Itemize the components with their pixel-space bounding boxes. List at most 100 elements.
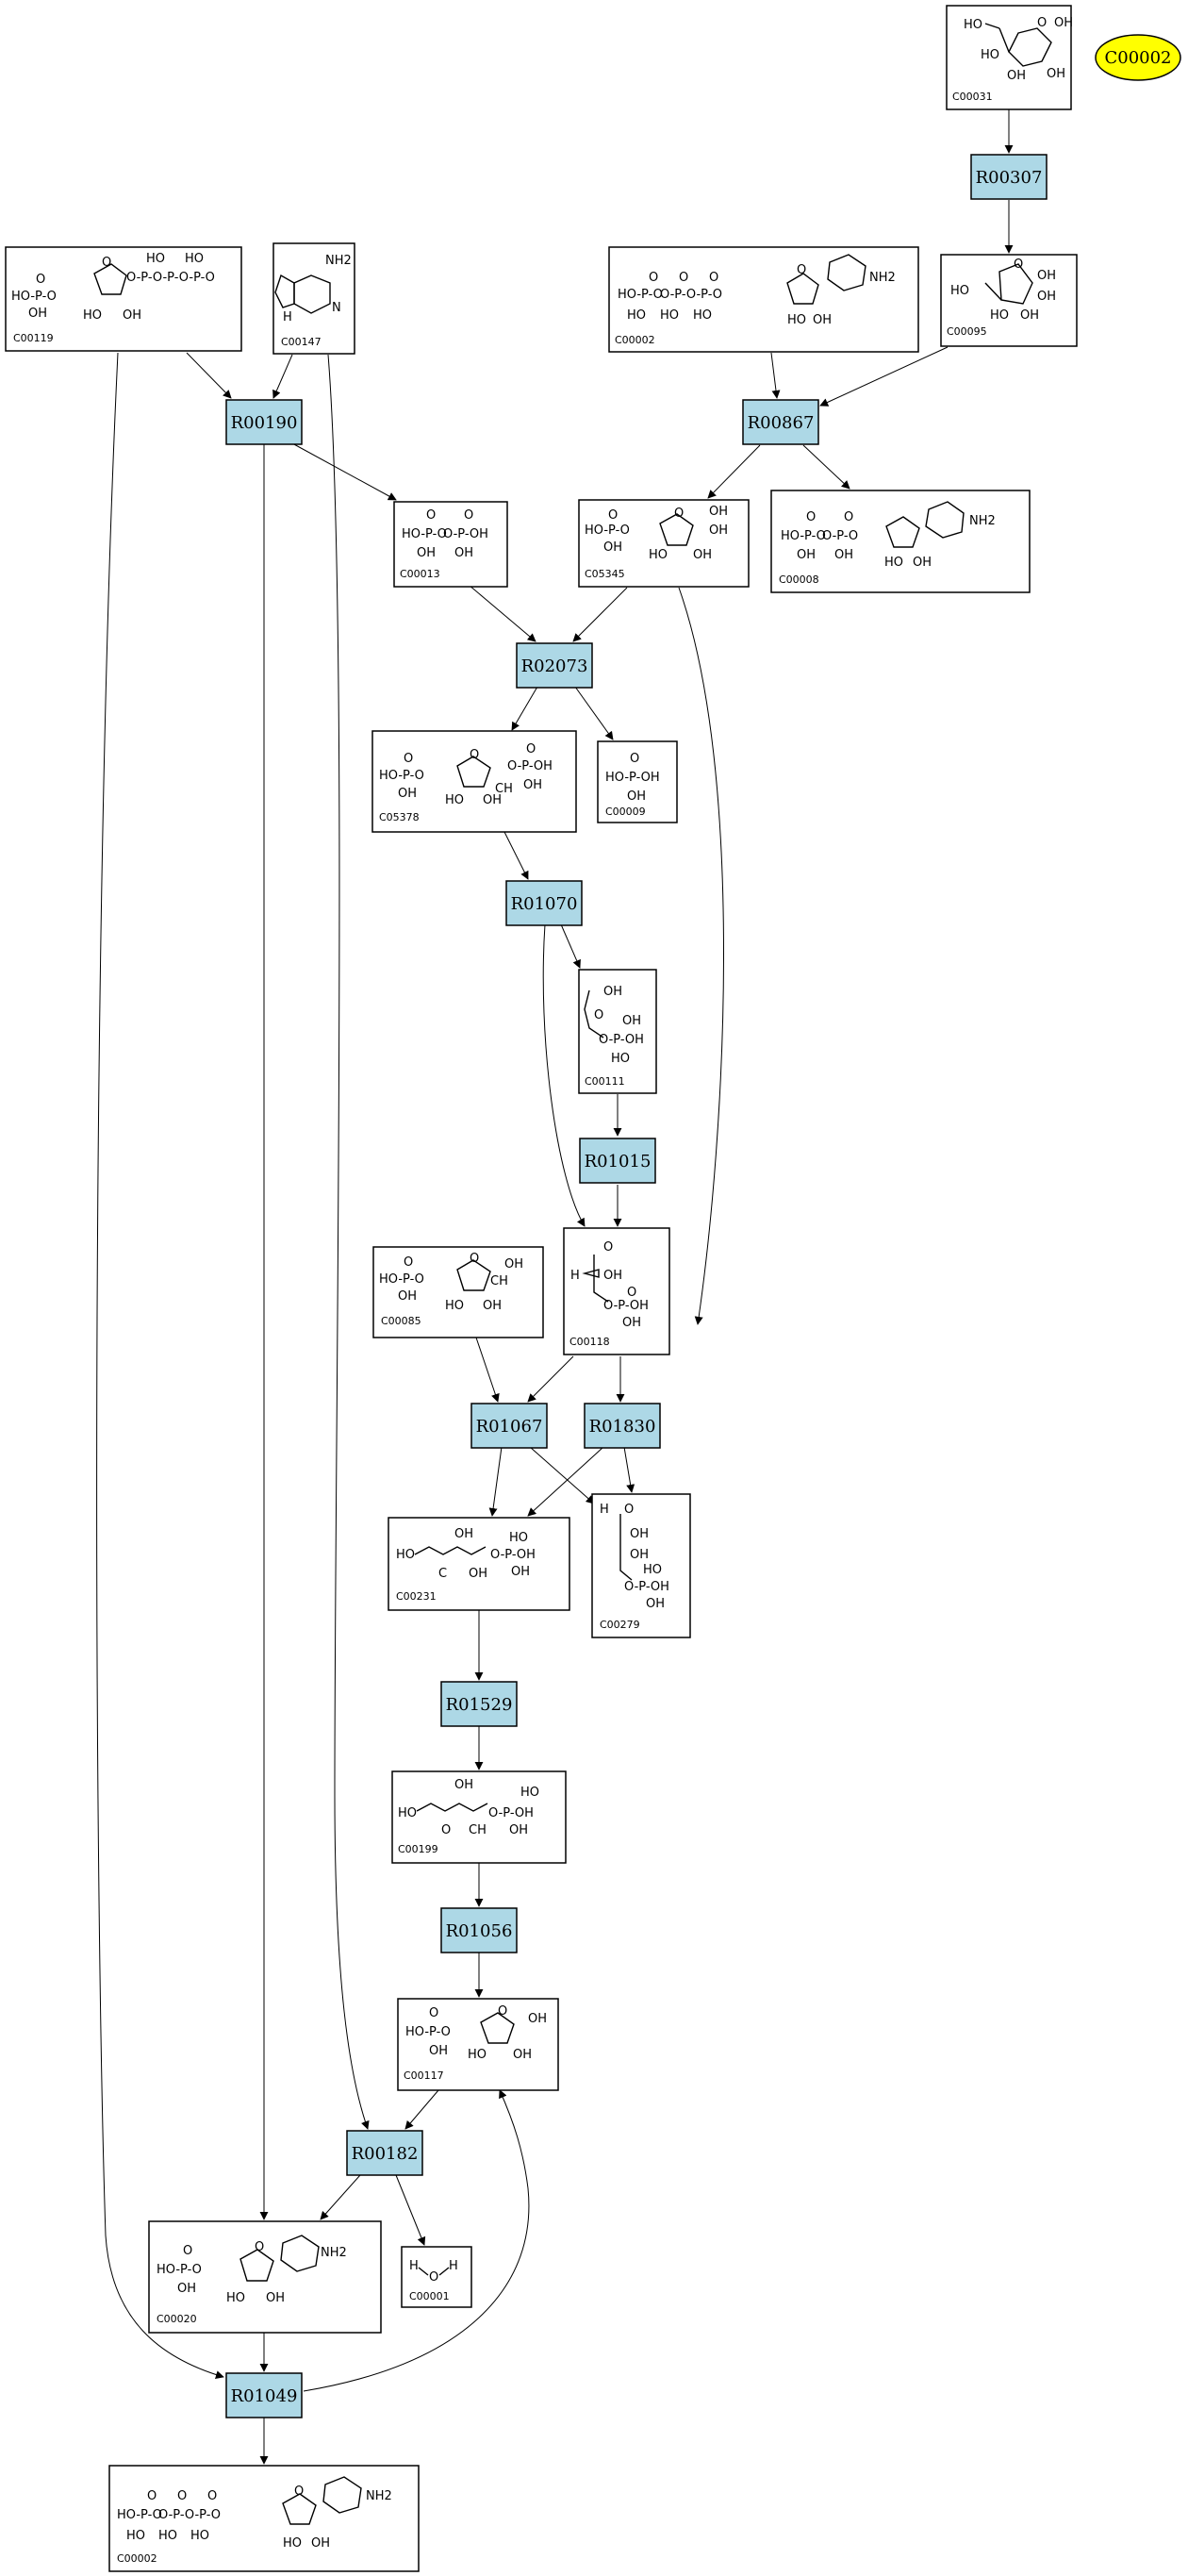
atom-label: HO <box>468 2048 487 2062</box>
compound-node[interactable]: HO-P-O O-P-OH O O OH OH C00013 <box>393 501 508 588</box>
atom-label: H <box>283 310 292 324</box>
atom-label: O-P-O-P-O-P-O <box>126 271 215 285</box>
atom-label: O <box>426 508 436 523</box>
atom-label: OH <box>511 1565 530 1579</box>
atom-label: OH <box>398 1289 417 1304</box>
reaction-label: R01529 <box>446 1695 513 1715</box>
legend-label: C00002 <box>1104 48 1171 68</box>
atom-label: O-P-OH <box>490 1548 536 1562</box>
compound-node[interactable]: NH2 H N C00147 <box>272 242 355 355</box>
compound-node[interactable]: HO-P-O O OH O NH2 HO OH C00020 <box>148 2220 382 2334</box>
atom-label: HO <box>158 2529 177 2543</box>
atom-label: O-P-OH <box>488 1806 534 1820</box>
reaction-node[interactable]: R00867 <box>742 399 819 445</box>
edge-R00190-C00013 <box>291 442 397 501</box>
atom-label: HO <box>693 308 712 323</box>
atom-label: HO <box>445 1299 464 1313</box>
compound-id: C00231 <box>396 1590 437 1603</box>
atom-label: O <box>102 256 111 270</box>
compound-node[interactable]: O H OH O-P-OH O OH C00118 <box>563 1227 670 1355</box>
reaction-node[interactable]: R02073 <box>516 642 593 689</box>
atom-label: O <box>470 1252 479 1266</box>
edge-R00182-C00020 <box>320 2174 361 2220</box>
reaction-node[interactable]: R01056 <box>440 1907 518 1953</box>
edge-C00147-R00190 <box>272 354 293 399</box>
edge-C00119-R00190 <box>186 352 232 399</box>
reaction-label: R00182 <box>352 2144 419 2164</box>
reaction-node[interactable]: R00307 <box>970 154 1048 200</box>
structure-prpp: HO-P-O O OH O O-P-O-P-O-P-O HO HO HO OH <box>11 252 215 323</box>
atom-label: OH <box>630 1548 649 1562</box>
compound-node[interactable]: HO-P-O O-P-O-P-O O O O HO HO HO O NH2 HO… <box>608 246 919 353</box>
atom-label: HO <box>884 556 903 570</box>
reaction-node[interactable]: R01067 <box>470 1403 548 1449</box>
reaction-node[interactable]: R00182 <box>346 2130 423 2176</box>
compound-id: C00008 <box>779 573 819 586</box>
atom-label: OH <box>622 1014 641 1028</box>
reaction-node[interactable]: R01015 <box>579 1138 656 1184</box>
compound-node[interactable]: O OH HO HO OH OH C00031 <box>946 5 1073 110</box>
compound-id: C00002 <box>615 334 655 346</box>
structure-fructose: O OH OH HO HO OH <box>950 258 1056 323</box>
atom-label: O <box>1037 16 1047 30</box>
atom-label: O <box>526 742 536 756</box>
structure-dhap: OH O O-P-OH OH HO <box>584 985 644 1066</box>
reaction-node[interactable]: R00190 <box>225 399 303 445</box>
compound-node[interactable]: HO-P-O O OH O O-P-O-P-O-P-O HO HO HO OH … <box>5 246 242 352</box>
atom-label: OH <box>797 548 816 562</box>
atom-label: O-P-O-P-O <box>158 2508 221 2522</box>
compound-node[interactable]: H O H C00001 <box>401 2246 472 2308</box>
edge-R01830-C00279 <box>623 1446 635 1493</box>
compound-id: C00095 <box>947 325 987 338</box>
reaction-node[interactable]: R01070 <box>505 880 583 926</box>
edge-R02073-C05378 <box>511 686 538 731</box>
atom-label: HO <box>226 2291 245 2305</box>
atom-label: O <box>36 273 45 287</box>
atom-label: HO-P-O <box>117 2508 162 2522</box>
atom-label: OH <box>630 1527 649 1541</box>
atom-label: NH2 <box>869 271 896 285</box>
atom-label: O-P-OH <box>603 1299 649 1313</box>
atom-label: O-P-OH <box>507 759 553 773</box>
atom-label: HO <box>660 308 679 323</box>
compound-node[interactable]: OH HO O-P-OH HO O CH OH C00199 <box>391 1770 567 1864</box>
legend-node[interactable]: C00002 <box>1095 34 1181 81</box>
edge-R01830-C00231 <box>527 1446 604 1517</box>
atom-label: OH <box>504 1257 523 1271</box>
atom-label: OH <box>454 1527 473 1541</box>
reaction-node[interactable]: R01830 <box>584 1403 661 1449</box>
edge-C05345-R01830 <box>678 587 724 1325</box>
compound-node[interactable]: HO-P-O O OH O OH OH HO OH C05345 <box>578 499 750 588</box>
atom-label: OH <box>813 313 832 327</box>
compound-id: C00085 <box>381 1315 421 1327</box>
compound-node[interactable]: HO-P-O O OH O OH CH HO OH C00085 <box>372 1246 544 1338</box>
edge-R00867-C00008 <box>802 444 850 490</box>
compound-node[interactable]: OH HO O-P-OH HO C OH OH C00231 <box>388 1517 570 1611</box>
compound-node[interactable]: H O OH OH O-P-OH HO OH C00279 <box>591 1493 691 1638</box>
atom-label: HO <box>83 308 102 323</box>
compound-node[interactable]: O HO-P-OH OH C00009 <box>597 740 678 823</box>
reaction-node[interactable]: R01529 <box>440 1681 518 1727</box>
compound-node[interactable]: HO-P-O O OH O O-P-OH O OH CH HO OH C0537… <box>371 730 577 833</box>
compound-node[interactable]: HO-P-O O-P-O-P-O O O O HO HO HO O NH2 HO… <box>108 2465 420 2572</box>
reaction-node[interactable]: R01049 <box>225 2372 303 2418</box>
atom-label: HO <box>126 2529 145 2543</box>
atom-label: O <box>441 1823 451 1837</box>
compound-node[interactable]: O OH OH HO HO OH C00095 <box>940 254 1078 347</box>
atom-label: HO <box>190 2529 209 2543</box>
atom-label: O <box>404 1255 413 1270</box>
compound-id: C00031 <box>952 91 993 103</box>
edge-R01067-C00231 <box>488 1446 503 1517</box>
compound-node[interactable]: HO-P-O O OH O OH HO OH C00117 <box>397 1998 559 2091</box>
atom-label: O <box>608 508 618 523</box>
atom-label: O-P-OH <box>599 1033 644 1047</box>
atom-label: O <box>1014 258 1023 272</box>
atom-label: HO-P-O <box>405 2025 451 2039</box>
structure-glucose: O OH HO HO OH OH <box>964 16 1073 83</box>
atom-label: O <box>649 271 658 285</box>
reaction-label: R00307 <box>976 168 1043 188</box>
compound-node[interactable]: HO-P-O O-P-O O O OH OH NH2 HO OH C00008 <box>770 490 1031 593</box>
compound-node[interactable]: OH O O-P-OH OH HO C00111 <box>578 969 657 1094</box>
compound-id: C00118 <box>569 1336 610 1348</box>
